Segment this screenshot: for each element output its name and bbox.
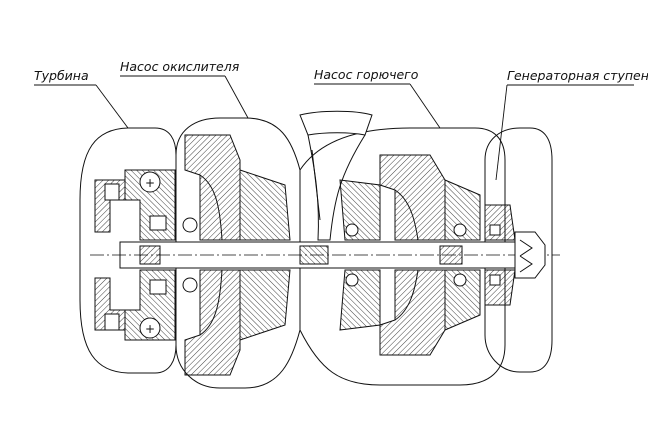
generator-stage-outline — [484, 127, 553, 373]
label-turbine: Турбина — [34, 68, 89, 83]
main-shaft — [90, 241, 560, 269]
label-fuel-pump: Насос горючего — [314, 67, 419, 82]
label-oxidizer-pump: Насос окислителя — [120, 59, 240, 74]
svg-text:+: + — [145, 176, 155, 190]
oxidizer-pump-assembly — [149, 134, 291, 376]
fuel-inlet — [299, 110, 373, 241]
generator-stage-assembly — [484, 204, 546, 306]
label-generator-stage: Генераторная ступень — [507, 68, 648, 83]
label-leaders — [34, 75, 634, 181]
svg-text:+: + — [145, 322, 155, 336]
fuel-pump-assembly — [339, 154, 481, 356]
